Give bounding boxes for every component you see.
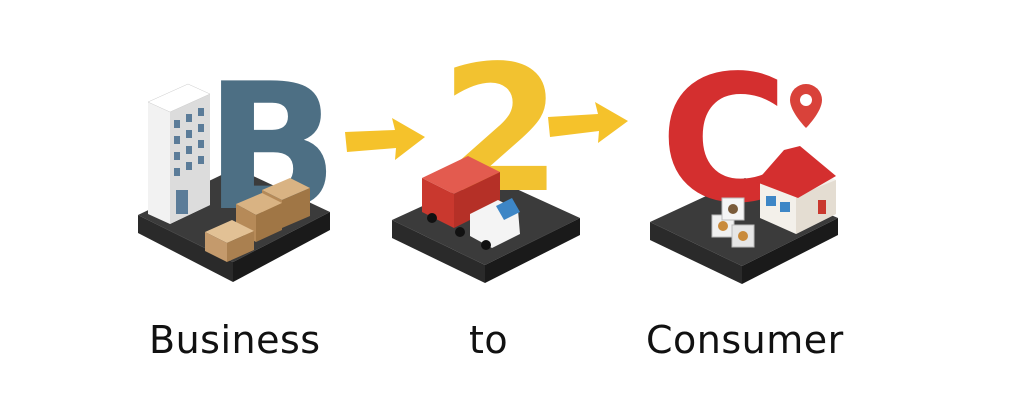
consumers-icon <box>711 197 755 248</box>
label-business: Business <box>149 318 321 362</box>
location-pin-icon <box>790 84 822 128</box>
house-icon <box>756 146 836 234</box>
office-building-icon <box>147 83 211 224</box>
label-to: to <box>469 318 509 362</box>
arrow-right-icon <box>345 118 425 160</box>
cardboard-boxes-icon <box>205 178 310 262</box>
delivery-truck-icon <box>422 156 520 250</box>
arrow-right-icon <box>548 102 628 143</box>
label-consumer: Consumer <box>646 318 844 362</box>
